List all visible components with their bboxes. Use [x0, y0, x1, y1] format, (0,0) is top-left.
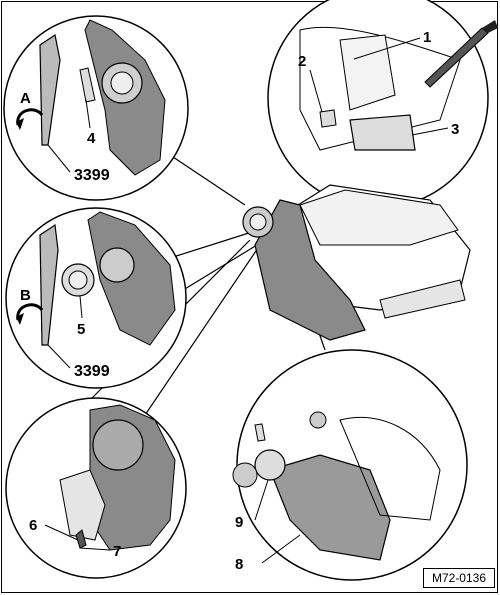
cover-3: [349, 114, 416, 151]
letter-a: A: [20, 90, 31, 107]
callout-3: 3: [451, 121, 459, 138]
detail-circle-bottom-left: [5, 397, 187, 579]
cap-9: [254, 449, 286, 481]
detail-circle-bottom-right: [232, 349, 468, 581]
callout-5: 5: [77, 321, 85, 338]
figure-reference: M72-0136: [423, 568, 495, 588]
tool-3399-middle: [39, 223, 59, 346]
callout-1: 1: [423, 29, 431, 46]
callout-2: 2: [298, 53, 306, 70]
detail-circle-top-right: [267, 0, 498, 209]
leader-lines: [44, 37, 449, 564]
callout-8: 8: [235, 556, 243, 573]
callout-4: 4: [87, 130, 96, 147]
tool-3399-top: [39, 34, 61, 146]
trim-panel-8: [269, 454, 391, 561]
callout-9: 9: [235, 514, 243, 531]
seat-illustration: [242, 184, 471, 341]
callout-6: 6: [29, 517, 37, 534]
clip-2: [319, 109, 337, 128]
cap-4: [79, 67, 96, 103]
tool-label-middle: 3399: [74, 363, 110, 380]
detail-circle-top-left: [3, 15, 189, 201]
letter-b: B: [20, 287, 31, 304]
screw-6-7: [75, 529, 87, 549]
tool-label-top: 3399: [74, 167, 110, 184]
detail-circle-middle-left: [5, 207, 187, 389]
callout-7: 7: [113, 543, 121, 560]
